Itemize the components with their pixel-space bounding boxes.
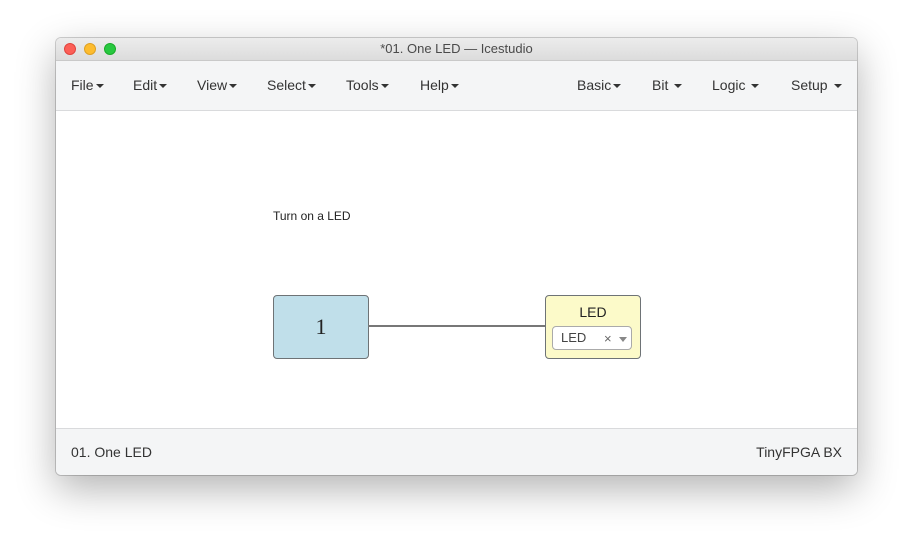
comment-text[interactable]: Turn on a LED (273, 209, 351, 223)
pin-select-value: LED (561, 330, 587, 345)
constant-value: 1 (315, 314, 327, 339)
minimize-light-icon[interactable] (84, 43, 96, 55)
menu-setup[interactable]: Setup (791, 61, 842, 110)
menu-logic[interactable]: Logic (712, 61, 760, 110)
constant-block[interactable]: 1 (273, 295, 369, 359)
caret-down-icon (229, 84, 238, 89)
menu-view[interactable]: View (197, 61, 238, 110)
clear-icon[interactable]: × (604, 331, 612, 346)
output-block-led[interactable]: LED LED × (545, 295, 641, 359)
title-bar[interactable]: *01. One LED — Icestudio (56, 38, 857, 61)
menu-bit[interactable]: Bit (652, 61, 683, 110)
menu-label: Edit (133, 77, 158, 93)
caret-down-icon (613, 84, 622, 89)
menu-label: File (71, 77, 94, 93)
design-canvas[interactable]: Turn on a LED 1 LED LED × (56, 111, 857, 428)
menu-tools[interactable]: Tools (346, 61, 389, 110)
caret-down-icon (674, 84, 683, 89)
menu-label: Setup (791, 77, 828, 93)
caret-down-icon (95, 84, 104, 89)
caret-down-icon (307, 84, 316, 89)
caret-down-icon (159, 84, 168, 89)
output-block-label: LED (579, 304, 607, 320)
menu-file[interactable]: File (71, 61, 104, 110)
menu-label: Select (267, 77, 306, 93)
wire[interactable] (368, 325, 545, 327)
caret-down-icon (380, 84, 389, 89)
app-window: *01. One LED — Icestudio File Edit View … (56, 38, 857, 475)
menu-basic[interactable]: Basic (577, 61, 622, 110)
menu-label: Tools (346, 77, 379, 93)
menu-label: Basic (577, 77, 612, 93)
pin-select[interactable]: LED × (552, 326, 632, 350)
window-title: *01. One LED — Icestudio (380, 41, 533, 56)
menu-edit[interactable]: Edit (133, 61, 168, 110)
chevron-down-icon[interactable] (619, 337, 627, 342)
board-name[interactable]: TinyFPGA BX (756, 444, 842, 460)
status-bar: 01. One LED TinyFPGA BX (56, 428, 857, 475)
close-light-icon[interactable] (64, 43, 76, 55)
menu-bar: File Edit View Select Tools Help Basic B… (56, 61, 857, 111)
menu-label: Bit (652, 77, 669, 93)
project-name: 01. One LED (71, 444, 152, 460)
maximize-light-icon[interactable] (104, 43, 116, 55)
caret-down-icon (833, 84, 842, 89)
menu-label: View (197, 77, 228, 93)
menu-help[interactable]: Help (420, 61, 459, 110)
menu-label: Logic (712, 77, 746, 93)
menu-label: Help (420, 77, 449, 93)
menu-select[interactable]: Select (267, 61, 316, 110)
caret-down-icon (450, 84, 459, 89)
caret-down-icon (751, 84, 760, 89)
